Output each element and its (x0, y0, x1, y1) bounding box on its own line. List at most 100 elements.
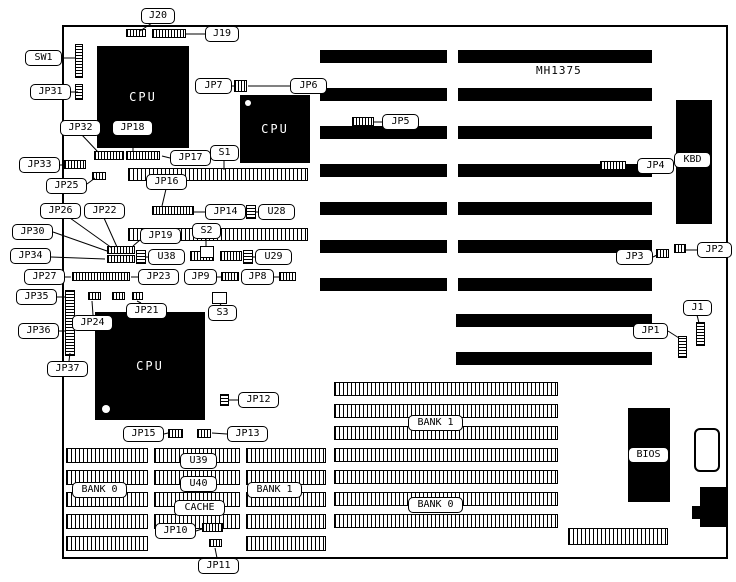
jumper-block (352, 117, 374, 126)
connector (568, 528, 668, 545)
callout-jp36: JP36 (18, 323, 59, 339)
jumper-block (75, 44, 83, 78)
cpu-3-label: CPU (136, 359, 164, 373)
jumper-block (674, 244, 686, 253)
callout-jp7: JP7 (195, 78, 232, 94)
callout-jp33: JP33 (19, 157, 60, 173)
callout-jp11: JP11 (198, 558, 239, 574)
expansion-slot (458, 240, 652, 253)
jumper-block (600, 161, 626, 170)
callout-jp2: JP2 (697, 242, 732, 258)
callout-jp22: JP22 (84, 203, 125, 219)
jumper-block (656, 249, 669, 258)
jumper-block (126, 29, 146, 37)
callout-bank0-right: BANK 0 (408, 497, 463, 513)
expansion-slot (456, 352, 652, 365)
memory-bank-socket (334, 470, 558, 484)
jumper-block (197, 429, 211, 438)
callout-sw1: SW1 (25, 50, 62, 66)
jumper-block (152, 206, 194, 215)
board-model-label: MH1375 (536, 64, 582, 77)
callout-jp3: JP3 (616, 249, 653, 265)
callout-jp23: JP23 (138, 269, 179, 285)
dip-switch (212, 292, 227, 304)
cpu-3: CPU (95, 312, 205, 420)
expansion-slot (320, 278, 447, 291)
memory-bank-socket (334, 382, 558, 396)
callout-jp24: JP24 (72, 315, 113, 331)
cpu-1-label: CPU (129, 90, 157, 104)
ic-chip (243, 250, 253, 264)
expansion-slot (458, 88, 652, 101)
callout-bios: BIOS (628, 447, 669, 463)
jumper-block (132, 292, 143, 300)
expansion-slot (320, 50, 447, 63)
callout-jp25: JP25 (46, 178, 87, 194)
dip-switch (200, 246, 214, 258)
jumper-block (168, 429, 183, 438)
callout-jp8: JP8 (241, 269, 274, 285)
cpu-2-label: CPU (261, 122, 289, 136)
callout-jp26: JP26 (40, 203, 81, 219)
callout-u29: U29 (255, 249, 292, 265)
callout-jp4: JP4 (637, 158, 674, 174)
jumper-block (107, 246, 135, 254)
callout-jp10: JP10 (155, 523, 196, 539)
jumper-block (88, 292, 101, 300)
expansion-slot (320, 240, 447, 253)
jumper-block (220, 251, 242, 261)
jumper-block (107, 255, 135, 263)
jumper-block (112, 292, 125, 300)
callout-j1: J1 (683, 300, 712, 316)
memory-bank-socket (334, 448, 558, 462)
callout-jp32: JP32 (60, 120, 101, 136)
callout-jp34: JP34 (10, 248, 51, 264)
callout-jp30: JP30 (12, 224, 53, 240)
jumper-block (92, 172, 106, 180)
dip-socket (246, 536, 326, 551)
callout-jp12: JP12 (238, 392, 279, 408)
callout-bank1-left: BANK 1 (247, 482, 302, 498)
ic-chip (136, 250, 146, 264)
callout-jp17: JP17 (170, 150, 211, 166)
callout-s2: S2 (192, 223, 221, 239)
callout-jp18: JP18 (112, 120, 153, 136)
callout-jp6: JP6 (290, 78, 327, 94)
expansion-slot (320, 202, 447, 215)
jumper-block (209, 539, 222, 547)
callout-jp37: JP37 (47, 361, 88, 377)
callout-jp35: JP35 (16, 289, 57, 305)
expansion-slot (456, 314, 652, 327)
callout-jp13: JP13 (227, 426, 268, 442)
dip-socket (246, 448, 326, 463)
jumper-block (64, 160, 86, 169)
callout-jp15: JP15 (123, 426, 164, 442)
callout-jp19: JP19 (140, 228, 181, 244)
callout-jp27: JP27 (24, 269, 65, 285)
jumper-block (94, 151, 124, 160)
jumper-block (220, 394, 229, 406)
callout-u38: U38 (148, 249, 185, 265)
expansion-slot (458, 50, 652, 63)
callout-s3: S3 (208, 305, 237, 321)
chip-orientation-dot (245, 100, 251, 106)
callout-bank1-right: BANK 1 (408, 415, 463, 431)
callout-jp31: JP31 (30, 84, 71, 100)
callout-j19: J19 (205, 26, 239, 42)
dip-socket (66, 514, 148, 529)
memory-bank-socket (334, 514, 558, 528)
jumper-block (152, 29, 186, 38)
expansion-slot (458, 202, 652, 215)
callout-s1: S1 (210, 145, 239, 161)
callout-jp14: JP14 (205, 204, 246, 220)
callout-kbd: KBD (674, 152, 711, 168)
jumper-block (75, 84, 83, 100)
jumper-block (126, 151, 160, 160)
callout-jp1: JP1 (633, 323, 668, 339)
dip-socket (66, 448, 148, 463)
corner-chip-small (692, 506, 701, 519)
corner-chip (700, 487, 727, 527)
callout-u28: U28 (258, 204, 295, 220)
jumper-block (202, 523, 223, 532)
